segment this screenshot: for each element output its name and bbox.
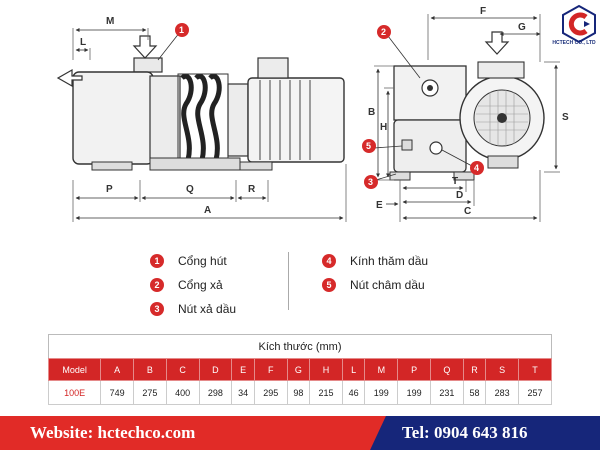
dim-label-r: R (248, 184, 256, 195)
callout-5-number: 5 (366, 141, 371, 151)
column-header: F (253, 358, 288, 381)
legend-item-3: 3 Nút xả dầu (150, 298, 236, 320)
dim-label-h: H (380, 122, 387, 133)
column-header: L (341, 358, 366, 381)
legend-label: Cổng xả (178, 278, 223, 292)
table-cell: 58 (462, 380, 487, 405)
end-view: F G B H S T D C E 2 3 (362, 6, 569, 222)
legend-number-badge: 1 (150, 254, 164, 268)
table-cell: 749 (100, 380, 134, 405)
column-header: S (485, 358, 520, 381)
legend-number-badge: 2 (150, 278, 164, 292)
column-header: Model (47, 358, 102, 381)
column-header: D (198, 358, 233, 381)
dim-label-g: G (518, 22, 526, 33)
technical-drawing: M L P Q R A 1 (56, 6, 569, 222)
dim-label-m: M (106, 16, 114, 27)
table-cell: 98 (286, 380, 311, 405)
callout-3-number: 3 (368, 177, 373, 187)
legend-label: Cổng hút (178, 254, 227, 268)
dim-label-t: T (452, 176, 458, 187)
footer-phone[interactable]: Tel: 0904 643 816 (402, 423, 528, 442)
table-cell: 283 (485, 380, 520, 405)
dimension-table-title: Kích thước (mm) (48, 334, 552, 358)
column-header: E (231, 358, 255, 381)
callout-1-number: 1 (179, 25, 184, 35)
dim-label-s: S (562, 112, 569, 123)
legend-right-column: 4 Kính thăm dầu 5 Nút châm dầu (322, 250, 428, 298)
table-cell: 298 (198, 380, 233, 405)
callout-4-badge (470, 161, 484, 175)
table-cell: 46 (341, 380, 366, 405)
side-view: M L P Q R A 1 (56, 16, 347, 222)
table-cell: 199 (397, 380, 431, 405)
callout-2-number: 2 (381, 27, 386, 37)
column-header: A (100, 358, 134, 381)
column-header: B (132, 358, 167, 381)
column-header: Q (429, 358, 464, 381)
callout-5-badge (362, 139, 376, 153)
table-cell: 400 (165, 380, 200, 405)
column-header: P (397, 358, 431, 381)
table-cell-model: 100E (47, 380, 102, 405)
table-cell: 295 (253, 380, 288, 405)
dim-label-e: E (376, 200, 383, 211)
legend-item-1: 1 Cổng hút (150, 250, 236, 272)
legend-item-2: 2 Cổng xả (150, 274, 236, 296)
dim-label-q: Q (186, 184, 194, 195)
column-header: C (165, 358, 200, 381)
hctech-logo (562, 4, 596, 44)
callout-4-number: 4 (474, 163, 479, 173)
footer-website[interactable]: Website: hctechco.com (30, 423, 196, 442)
legend-label: Nút châm dầu (350, 278, 425, 292)
dim-label-d: D (456, 190, 463, 201)
table-cell: 215 (309, 380, 343, 405)
table-cell: 199 (364, 380, 399, 405)
legend-number-badge: 3 (150, 302, 164, 316)
dim-label-f: F (480, 6, 486, 17)
legend-number-badge: 4 (322, 254, 336, 268)
column-header: H (309, 358, 343, 381)
column-header: T (518, 358, 552, 381)
table-cell: 275 (132, 380, 167, 405)
legend-item-4: 4 Kính thăm dầu (322, 250, 428, 272)
dim-label-l: L (80, 37, 86, 48)
table-cell: 257 (518, 380, 552, 405)
dim-label-c: C (464, 206, 471, 217)
table-header-row: Model A B C D E F G H L M P Q R S T (47, 358, 552, 381)
legend-left-column: 1 Cổng hút 2 Cổng xả 3 Nút xả dầu (150, 250, 236, 322)
column-header: G (286, 358, 311, 381)
table-cell: 231 (429, 380, 464, 405)
legend-label: Nút xả dầu (178, 302, 237, 316)
legend-label: Kính thăm dầu (350, 254, 429, 268)
cooling-coil (180, 73, 222, 161)
column-header: R (462, 358, 487, 381)
callout-3-badge (364, 175, 378, 189)
dim-label-a: A (204, 205, 211, 216)
table-cell: 34 (231, 380, 255, 405)
brand-name: HCTECH CO., LTD (552, 40, 596, 46)
legend-item-5: 5 Nút châm dầu (322, 274, 428, 296)
callout-1-badge (175, 23, 189, 37)
dim-label-b: B (368, 107, 375, 118)
legend-number-badge: 5 (322, 278, 336, 292)
dimension-table: Model A B C D E F G H L M P Q R S T 100E… (47, 358, 552, 405)
callout-2-badge (377, 25, 391, 39)
column-header: M (364, 358, 399, 381)
table-row: 100E 749 275 400 298 34 295 98 215 46 19… (47, 380, 552, 405)
dim-label-p: P (106, 184, 113, 195)
footer-banner: Website: hctechco.com Tel: 0904 643 816 (0, 416, 600, 450)
legend-divider (288, 252, 289, 310)
